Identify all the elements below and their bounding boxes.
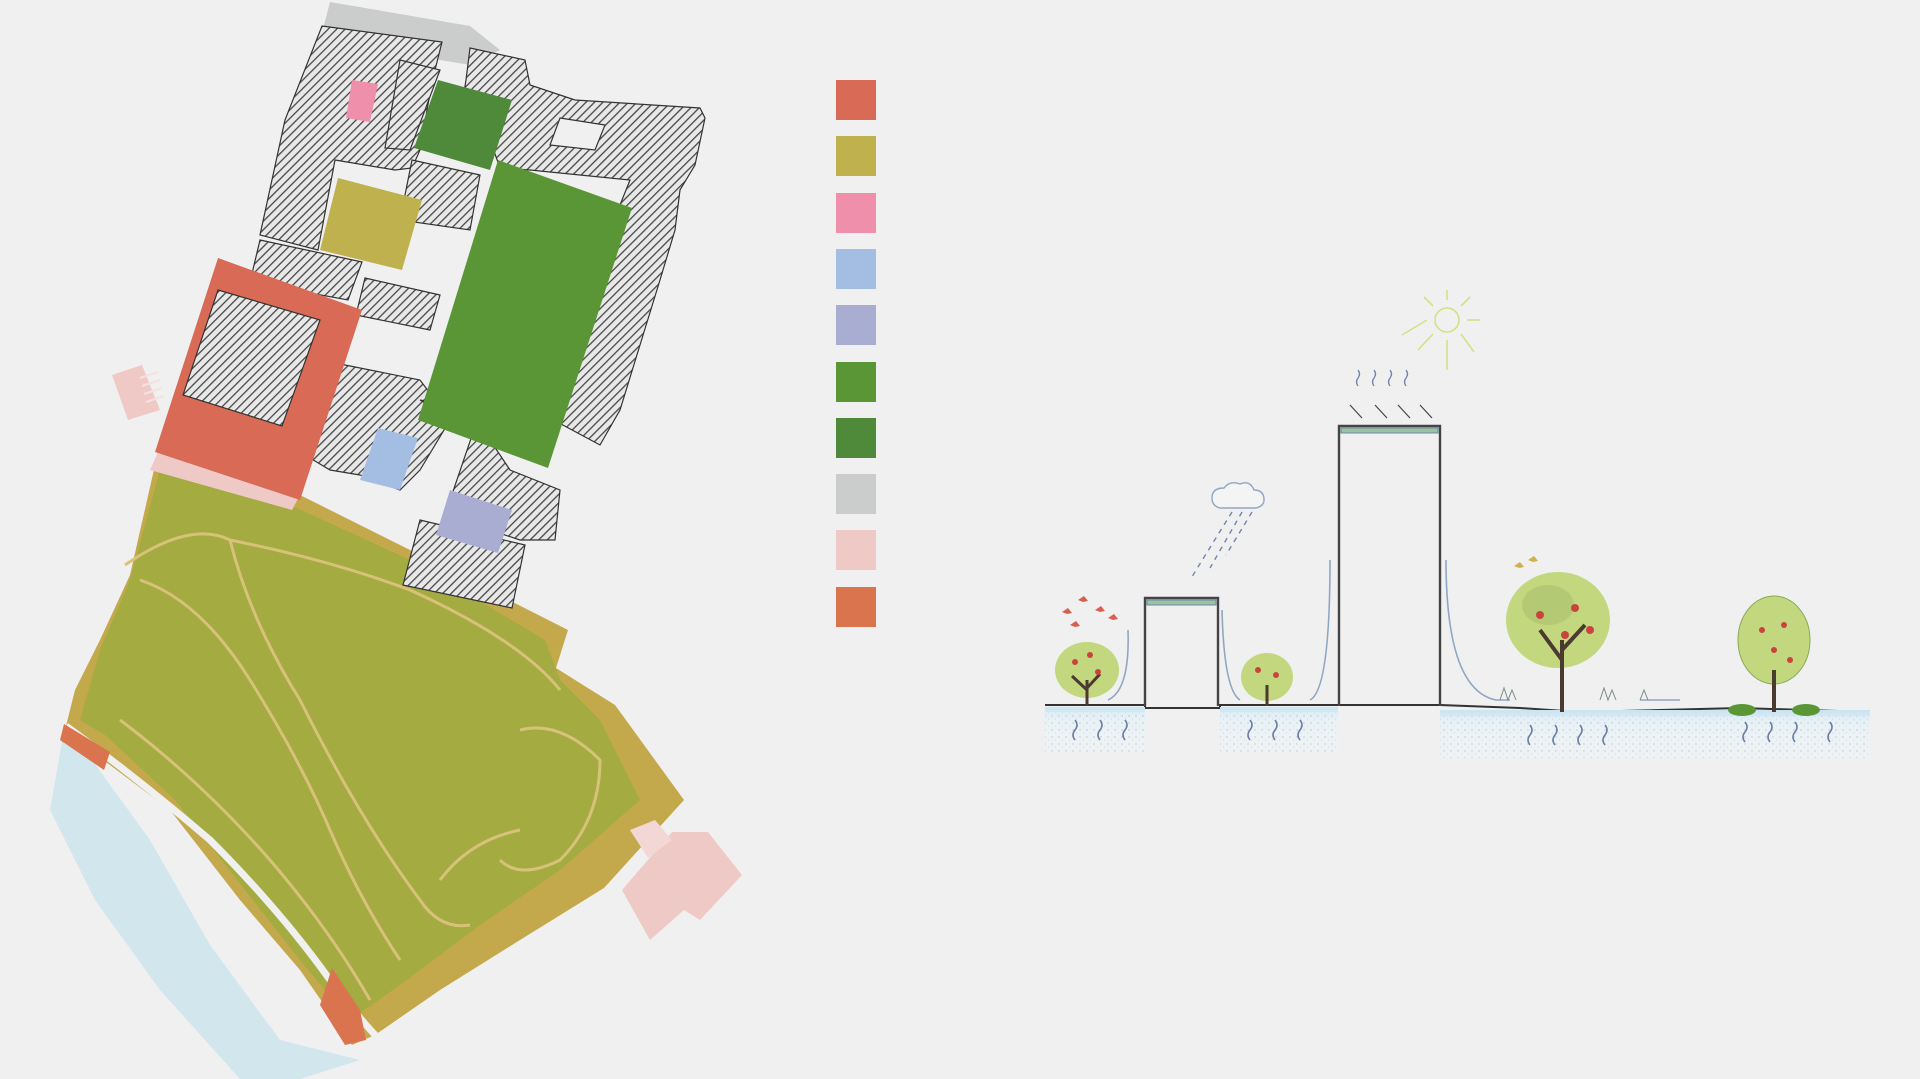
park-lawn-main: [80, 470, 640, 1020]
blush-entrance-east: [622, 832, 742, 940]
grass-icon: [1499, 686, 1649, 702]
lavender-courtyard: [436, 490, 512, 553]
legend-swatch-orange-red-zone: [836, 587, 876, 627]
blush-strip: [150, 452, 300, 510]
birds-icon: [1062, 596, 1118, 627]
red-building: [155, 258, 362, 500]
grey-zone-top: [320, 2, 500, 65]
runoff-curves: [1107, 559, 1680, 701]
blush-entrance-west: [112, 365, 160, 420]
tall-building: [1337, 424, 1442, 706]
tall-green-roof: [1340, 427, 1439, 434]
river-area: [50, 742, 360, 1079]
red-strip-south: [320, 968, 366, 1045]
legend-swatch-blush-zone: [836, 530, 876, 570]
sun-icon: [1401, 290, 1480, 370]
ochre-courtyard: [320, 178, 422, 270]
west-steps: [139, 371, 165, 403]
tree-icon: [1728, 595, 1820, 716]
legend-swatch-dark-green-zone: [836, 418, 876, 458]
site-plan: [50, 2, 742, 1079]
tree-icon: [1241, 653, 1293, 706]
sun-rays-roof: [1349, 404, 1433, 419]
red-strip-north: [60, 724, 110, 770]
light-blue-courtyard: [360, 428, 418, 490]
legend-swatch-bright-green-zone: [836, 362, 876, 402]
infiltration-arrows: [1072, 719, 1833, 746]
legend-swatch-red-zone: [836, 80, 876, 120]
tree-icon: [1506, 572, 1610, 712]
legend: [836, 80, 876, 627]
legend-swatch-light-blue-zone: [836, 249, 876, 289]
legend-swatch-pink-zone: [836, 193, 876, 233]
park-paths: [119, 532, 602, 1001]
dark-green-courtyard: [414, 80, 512, 170]
small-building: [1143, 596, 1220, 706]
bright-green-courtyard: [418, 160, 632, 468]
legend-swatch-lavender-zone: [836, 305, 876, 345]
tree-icon: [1055, 642, 1119, 705]
legend-swatch-grey-zone: [836, 474, 876, 514]
cloud-rain-icon: [1189, 481, 1265, 581]
section-diagram: [1045, 290, 1871, 758]
blush-steps-east: [630, 820, 672, 858]
bird-icon: [1514, 556, 1538, 568]
legend-swatch-ochre-zone: [836, 136, 876, 176]
heat-waves-icon: [1355, 369, 1409, 387]
small-green-roof: [1146, 599, 1217, 606]
pink-courtyard: [346, 80, 378, 122]
